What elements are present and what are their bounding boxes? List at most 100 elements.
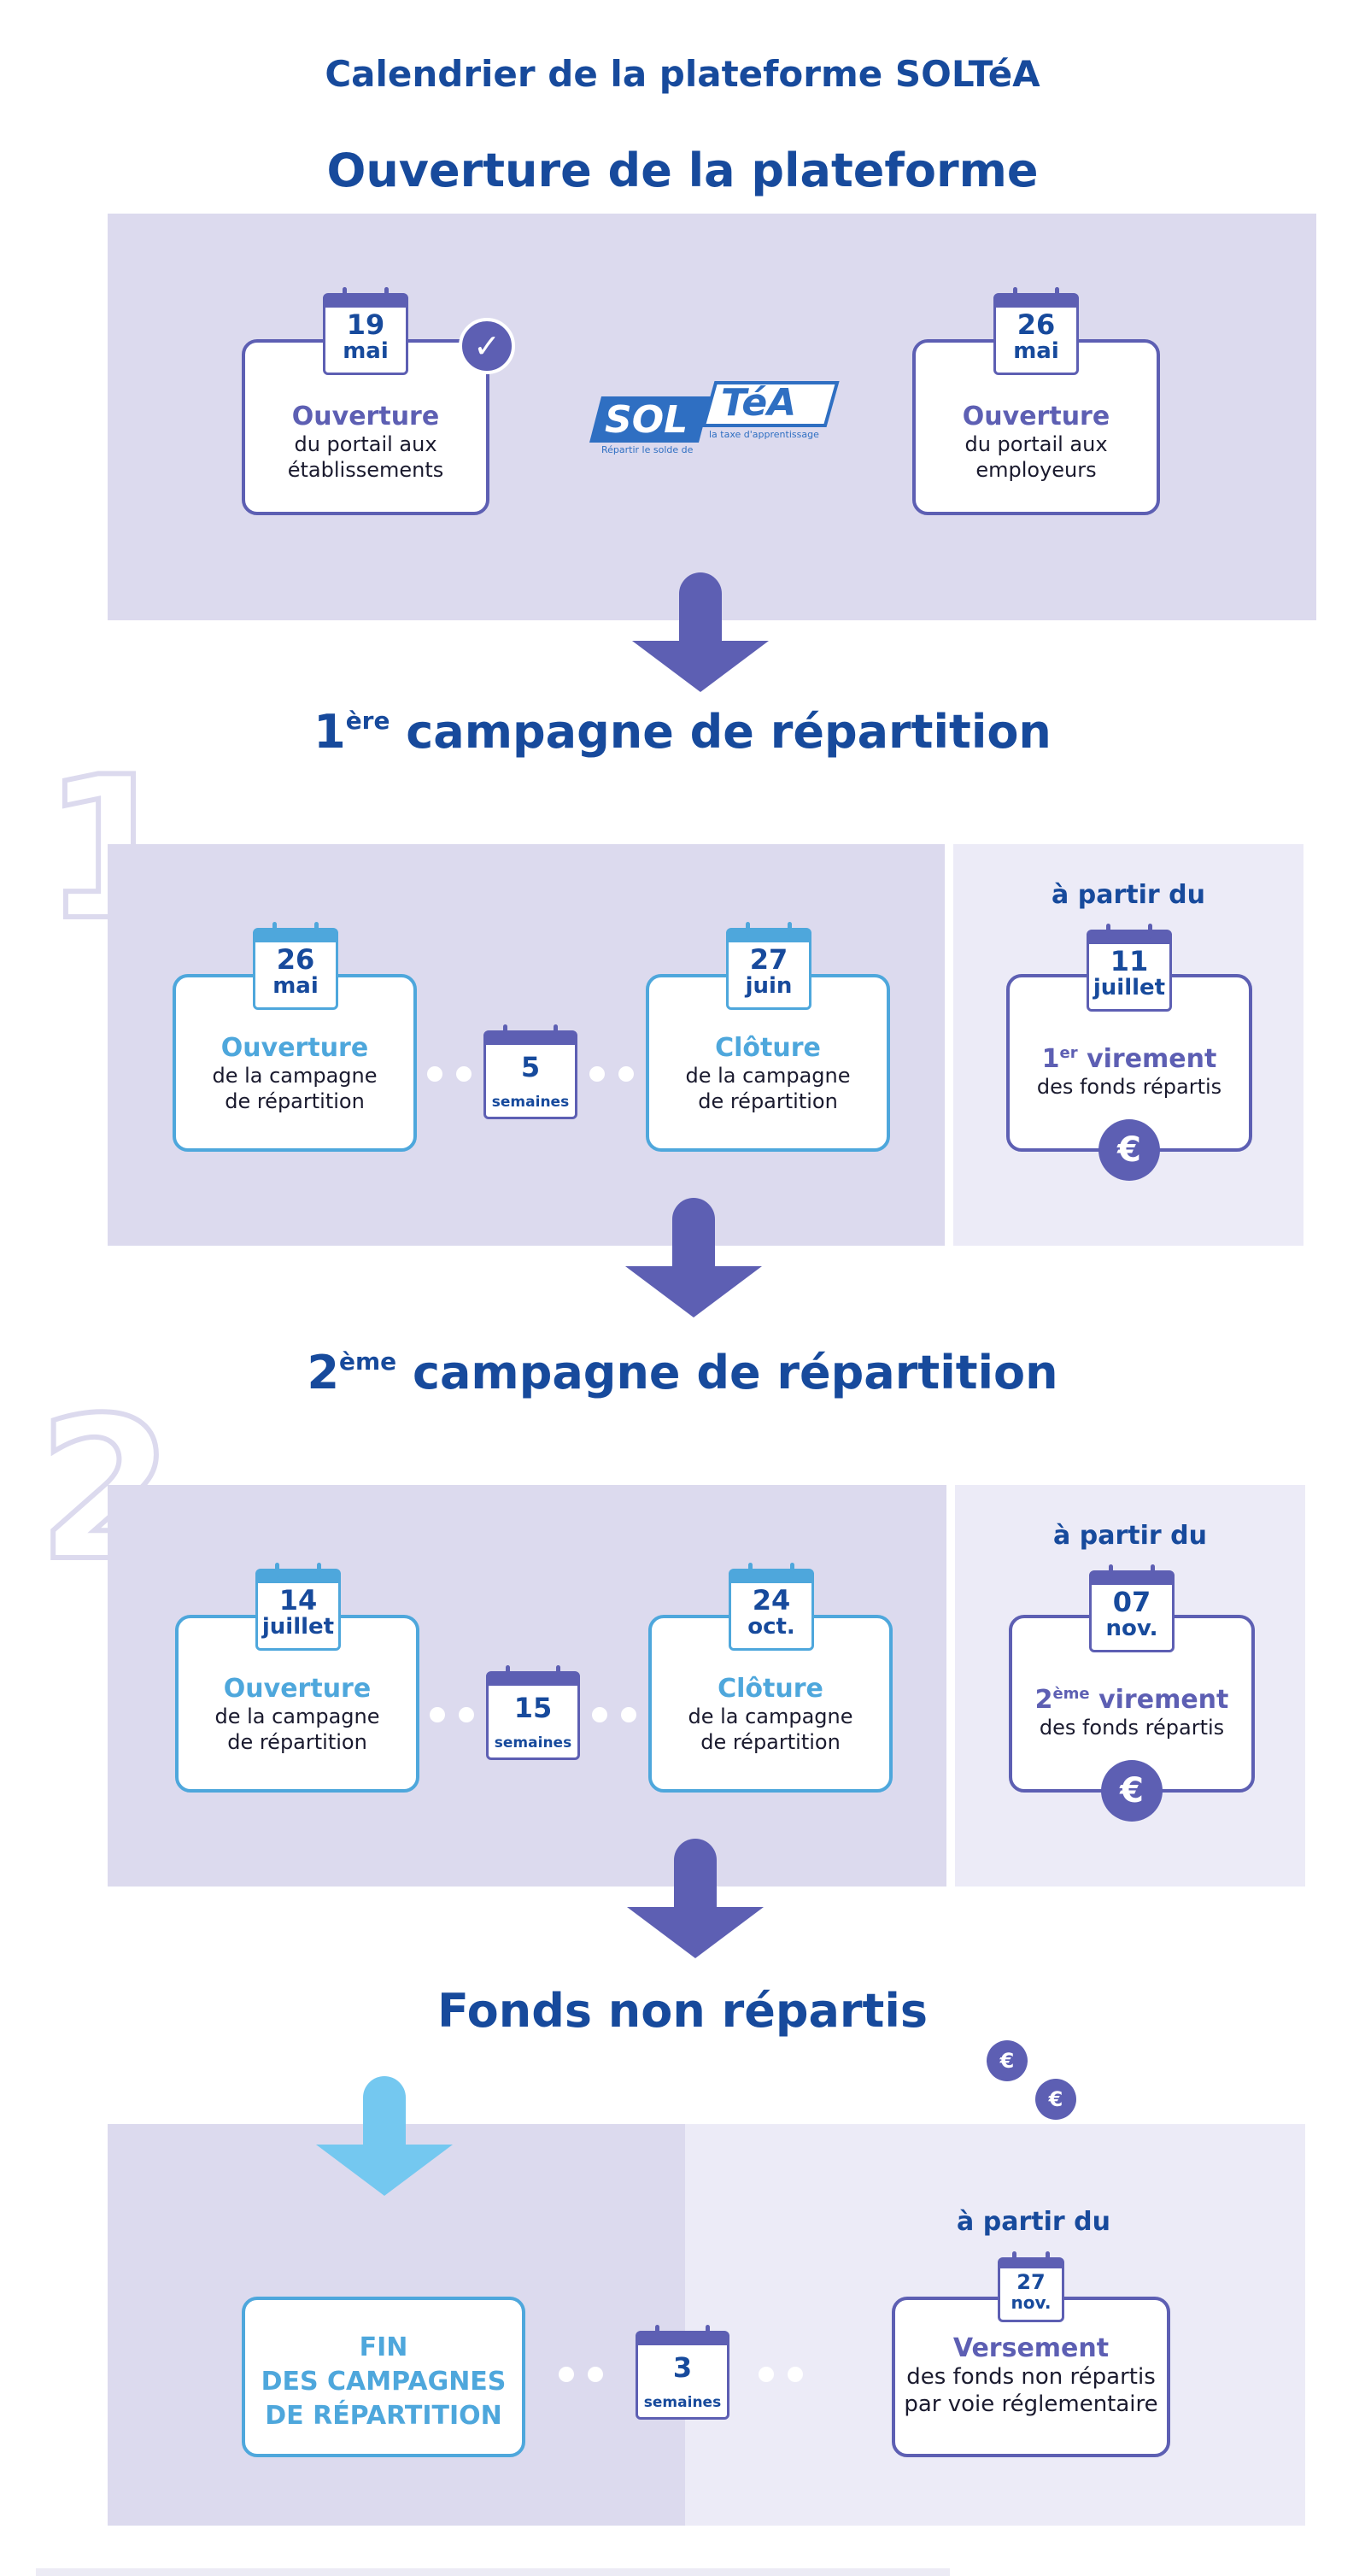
card-title: Clôture [718, 1674, 823, 1704]
card-title: Clôture [715, 1033, 821, 1063]
campaign-number: 2 [307, 1346, 340, 1399]
calendar-day: 27 [1016, 2270, 1046, 2294]
dashed-separator [945, 844, 953, 1246]
section-title-fonds: Fonds non répartis [436, 1984, 929, 2038]
duration-value: 5 [520, 1051, 541, 1083]
card-title: Versement [952, 2333, 1110, 2363]
euro-icon: € [1101, 1760, 1163, 1822]
arrow-down-icon [632, 572, 769, 692]
calendar-month: mai [272, 973, 319, 999]
euro-coin-icon: € [1035, 2079, 1076, 2120]
calendar-icon-27-nov: 27 nov. [998, 2251, 1064, 2322]
card-line: du portail aux [294, 432, 437, 456]
card-versement: Versement des fonds non répartis par voi… [892, 2297, 1170, 2457]
duration-unit: semaines [491, 1094, 570, 1111]
card-fin-campagnes: FIN DES CAMPAGNES DE RÉPARTITION [242, 2297, 525, 2457]
card-line: des fonds non répartis [906, 2364, 1156, 2390]
logo-tagline-left: Répartir le solde de [601, 444, 694, 455]
calendar-duration-5-semaines: 5 semaines [483, 1024, 577, 1119]
a-partir-du-label: à partir du [1052, 880, 1205, 910]
virement-ordinal: ème [1052, 1685, 1090, 1703]
card-ouverture-campagne-1: Ouverture de la campagne de répartition [173, 974, 417, 1152]
virement-title: virement [1098, 1685, 1229, 1715]
section-title-campagne-1: 1ère campagne de répartition [0, 705, 1365, 759]
calendar-month: nov. [1105, 1616, 1158, 1641]
card-title: Ouverture [220, 1033, 369, 1063]
calendar-month: mai [1013, 338, 1059, 364]
calendar-icon-27-juin: 27 juin [726, 922, 811, 1010]
arrow-down-icon [625, 1198, 762, 1317]
fin-line: DE RÉPARTITION [265, 2401, 502, 2431]
calendar-icon-19-mai: 19 mai [323, 287, 408, 375]
dots-connector [592, 1707, 652, 1724]
card-line: de répartition [225, 1089, 365, 1113]
virement-number: 1 [1041, 1044, 1060, 1074]
card-line: établissements [287, 458, 444, 482]
duration-value: 3 [672, 2351, 693, 2384]
campaign-ordinal: ère [345, 707, 390, 735]
card-title: 2ème virement [1012, 1680, 1251, 1715]
calendar-month: juillet [1093, 975, 1166, 1000]
card-title: Ouverture [291, 402, 440, 431]
footer-strip [36, 2568, 950, 2576]
logo-tea: TéA [721, 381, 797, 425]
section-title-ouverture: Ouverture de la plateforme [326, 144, 1039, 197]
calendar-day: 07 [1112, 1586, 1151, 1618]
calendar-icon-26-mai: 26 mai [993, 287, 1079, 375]
euro-coin-icon: € [987, 2040, 1028, 2081]
a-partir-du-label: à partir du [1053, 1521, 1207, 1551]
card-title: Ouverture [962, 402, 1110, 431]
card-line: de la campagne [685, 1064, 851, 1088]
card-line: employeurs [975, 458, 1097, 482]
fin-line: FIN [359, 2332, 408, 2362]
card-line: de la campagne [214, 1705, 380, 1728]
logo-tagline-right: la taxe d'apprentissage [709, 429, 819, 440]
calendar-day: 14 [278, 1584, 318, 1617]
calendar-month: juillet [261, 1614, 335, 1640]
calendar-month: nov. [1011, 2292, 1052, 2313]
calendar-icon-07-nov: 07 nov. [1089, 1564, 1175, 1652]
card-line: de la campagne [688, 1705, 853, 1728]
calendar-icon-26-mai: 26 mai [253, 922, 338, 1010]
arrow-down-icon [627, 1839, 764, 1958]
card-line: des fonds répartis [1039, 1716, 1225, 1740]
dots-connector [589, 1066, 649, 1083]
soltea-logo: SOL TéA Répartir le solde de la taxe d'a… [589, 376, 846, 461]
calendar-day: 26 [1016, 308, 1056, 341]
virement-ordinal: er [1059, 1044, 1078, 1062]
card-line: du portail aux [964, 432, 1108, 456]
logo-sol: SOL [605, 398, 688, 442]
calendar-icon-11-juillet: 11 juillet [1087, 924, 1172, 1012]
dots-connector [427, 1066, 487, 1083]
arrow-down-light-icon [316, 2076, 453, 2196]
card-line: de répartition [698, 1089, 838, 1113]
fin-line: DES CAMPAGNES [261, 2367, 507, 2397]
calendar-day: 27 [749, 943, 788, 976]
dots-connector [759, 2367, 818, 2384]
calendar-icon-14-juillet: 14 juillet [255, 1563, 341, 1651]
campaign-title: campagne de répartition [412, 1346, 1058, 1399]
dashed-separator [946, 1485, 955, 1887]
checkmark-icon: ✓ [459, 318, 515, 374]
virement-title: virement [1087, 1044, 1217, 1074]
duration-unit: semaines [643, 2394, 722, 2411]
calendar-day: 24 [752, 1584, 791, 1617]
dots-connector [430, 1707, 489, 1724]
section-title-campagne-2: 2ème campagne de répartition [0, 1346, 1365, 1399]
duration-value: 15 [513, 1692, 553, 1724]
dots-connector [559, 2367, 618, 2384]
calendar-duration-3-semaines: 3 semaines [636, 2325, 729, 2420]
virement-number: 2 [1034, 1685, 1053, 1715]
calendar-month: oct. [747, 1614, 795, 1640]
calendar-icon-24-oct: 24 oct. [729, 1563, 814, 1651]
calendar-month: mai [343, 338, 389, 364]
card-line: des fonds répartis [1036, 1075, 1222, 1099]
calendar-day: 11 [1110, 945, 1149, 977]
calendar-duration-15-semaines: 15 semaines [486, 1665, 580, 1760]
card-title: 1er virement [1010, 1039, 1249, 1074]
calendar-day: 19 [346, 308, 385, 341]
euro-icon: € [1098, 1119, 1160, 1181]
card-line: de répartition [227, 1730, 367, 1754]
card-line: de la campagne [212, 1064, 378, 1088]
calendar-day: 26 [276, 943, 315, 976]
